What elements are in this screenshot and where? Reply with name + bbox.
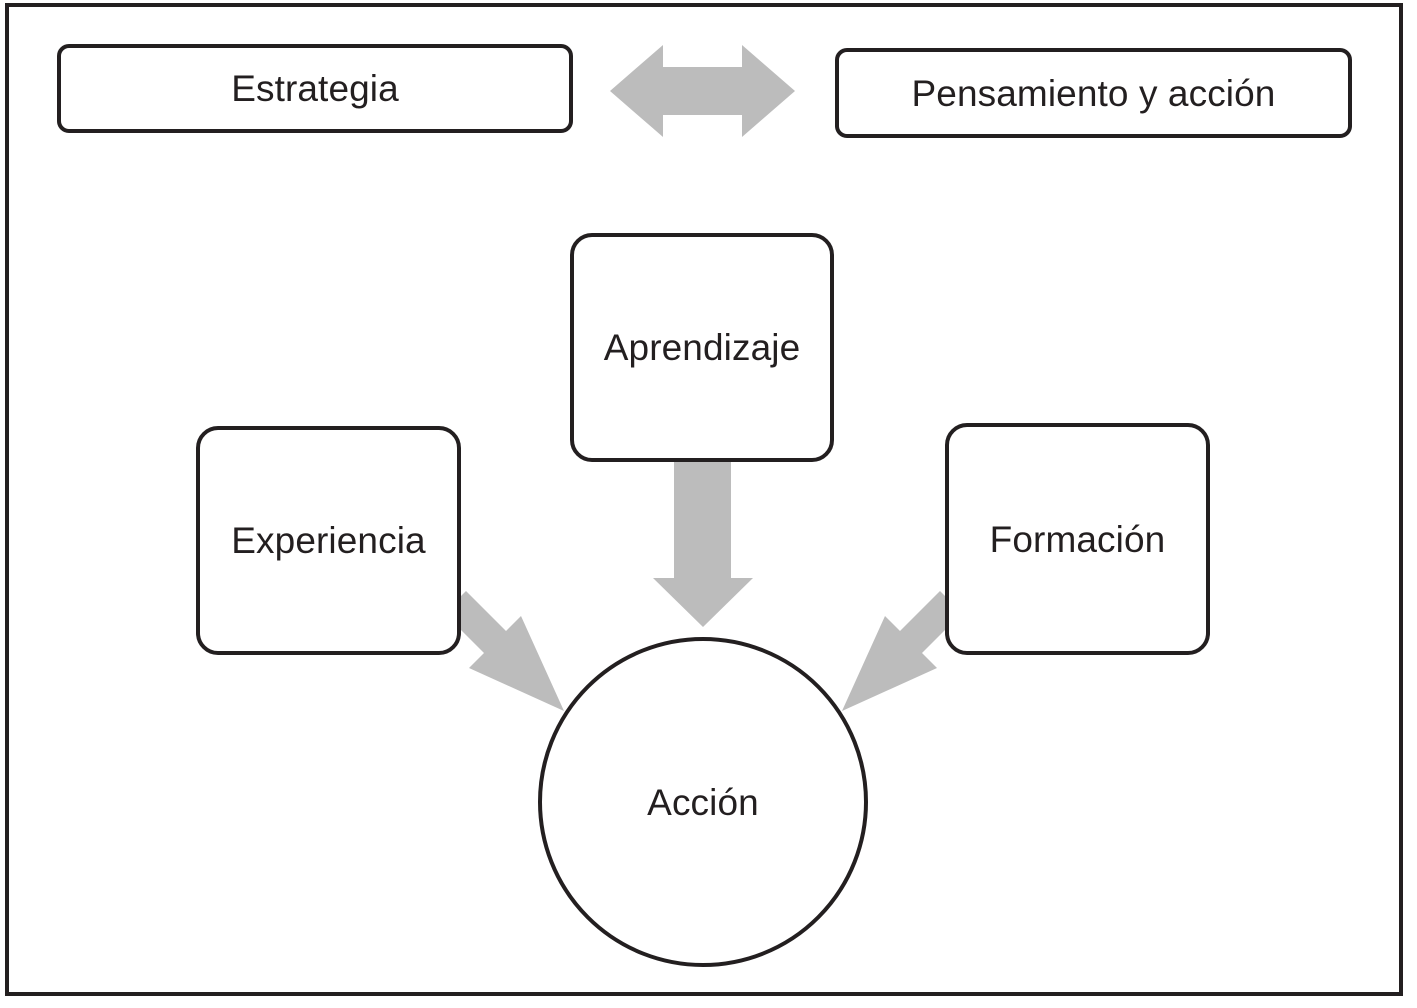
node-experiencia[interactable]: Experiencia: [196, 426, 461, 655]
node-pensamiento-y-accion-label: Pensamiento y acción: [911, 72, 1276, 114]
node-accion[interactable]: Acción: [538, 637, 868, 967]
node-aprendizaje[interactable]: Aprendizaje: [570, 233, 834, 462]
node-experiencia-label: Experiencia: [231, 520, 426, 561]
node-pensamiento-y-accion[interactable]: Pensamiento y acción: [835, 48, 1352, 138]
node-formacion-label: Formación: [989, 518, 1166, 560]
node-estrategia-label: Estrategia: [231, 68, 399, 109]
node-aprendizaje-label: Aprendizaje: [603, 327, 801, 368]
node-accion-label: Acción: [647, 781, 759, 823]
node-estrategia[interactable]: Estrategia: [57, 44, 573, 133]
node-formacion[interactable]: Formación: [945, 423, 1210, 655]
